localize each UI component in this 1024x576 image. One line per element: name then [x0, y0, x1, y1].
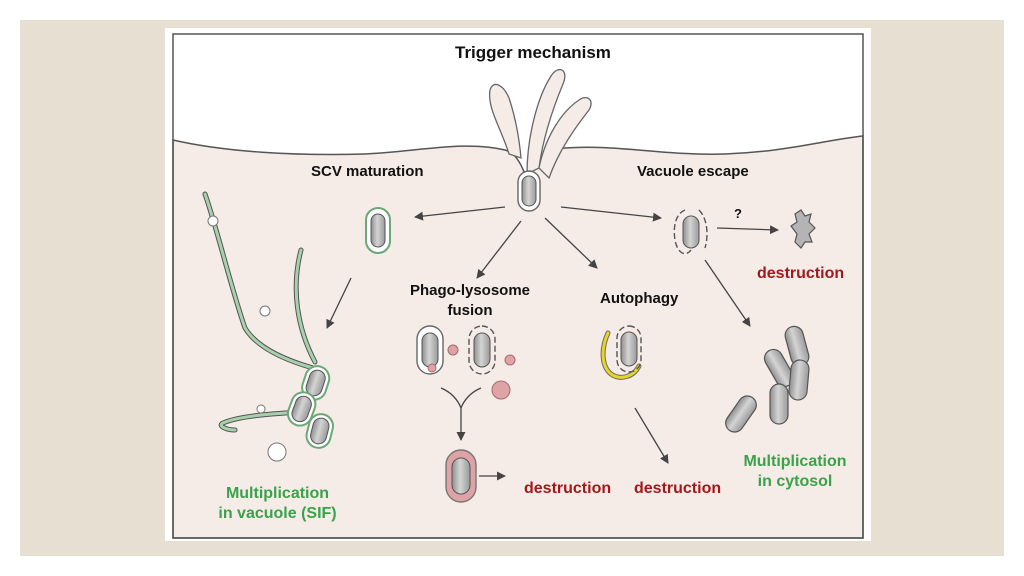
- infection-diagram: Trigger mechanism SCV maturation Vacuole…: [165, 28, 871, 541]
- label-mult-cytosol-line2: in cytosol: [757, 473, 833, 490]
- autophagosome: [600, 325, 642, 380]
- destroyed-bacterium: [790, 209, 816, 249]
- label-destruction-phagolysosome: destruction: [524, 480, 612, 497]
- entering-bacterium: [521, 175, 537, 207]
- label-multiplication-vacuole: Multiplication in vacuole (SIF): [205, 484, 350, 524]
- lysosomes: [427, 344, 516, 400]
- label-phago-lysosome-fusion: Phago-lysosome fusion: [400, 281, 540, 321]
- label-mult-vacuole-line1: Multiplication: [225, 485, 330, 502]
- label-destruction-escape: destruction: [757, 265, 845, 282]
- sif-bacteria: [286, 365, 334, 449]
- membrane-ruffles: [488, 68, 592, 180]
- label-mult-cytosol-line1: Multiplication: [743, 453, 847, 470]
- pathway-arrows: [326, 206, 779, 481]
- sif-filaments: [202, 191, 318, 433]
- cytosolic-bacteria: [725, 325, 810, 433]
- label-phago-line2: fusion: [447, 302, 493, 319]
- label-vacuole-escape: Vacuole escape: [637, 163, 749, 180]
- diagram-border: [172, 33, 864, 539]
- damaged-vacuole: [468, 325, 496, 375]
- label-mult-vacuole-line2: in vacuole (SIF): [218, 505, 337, 522]
- label-trigger-mechanism: Trigger mechanism: [455, 43, 611, 62]
- label-question-mark: ?: [734, 206, 742, 221]
- escaping-vacuole: [673, 209, 708, 255]
- label-multiplication-cytosol: Multiplication in cytosol: [725, 452, 865, 492]
- phagolysosome: [445, 449, 477, 503]
- label-autophagy: Autophagy: [600, 290, 679, 307]
- label-phago-line1: Phago-lysosome: [409, 282, 531, 299]
- diagram-drawing: [172, 33, 864, 539]
- vesicles: [207, 215, 287, 462]
- scv-bacterium: [370, 213, 386, 248]
- phagosome-vacuole: [416, 325, 444, 375]
- label-destruction-autophagy: destruction: [634, 480, 722, 497]
- label-scv-maturation: SCV maturation: [311, 163, 424, 180]
